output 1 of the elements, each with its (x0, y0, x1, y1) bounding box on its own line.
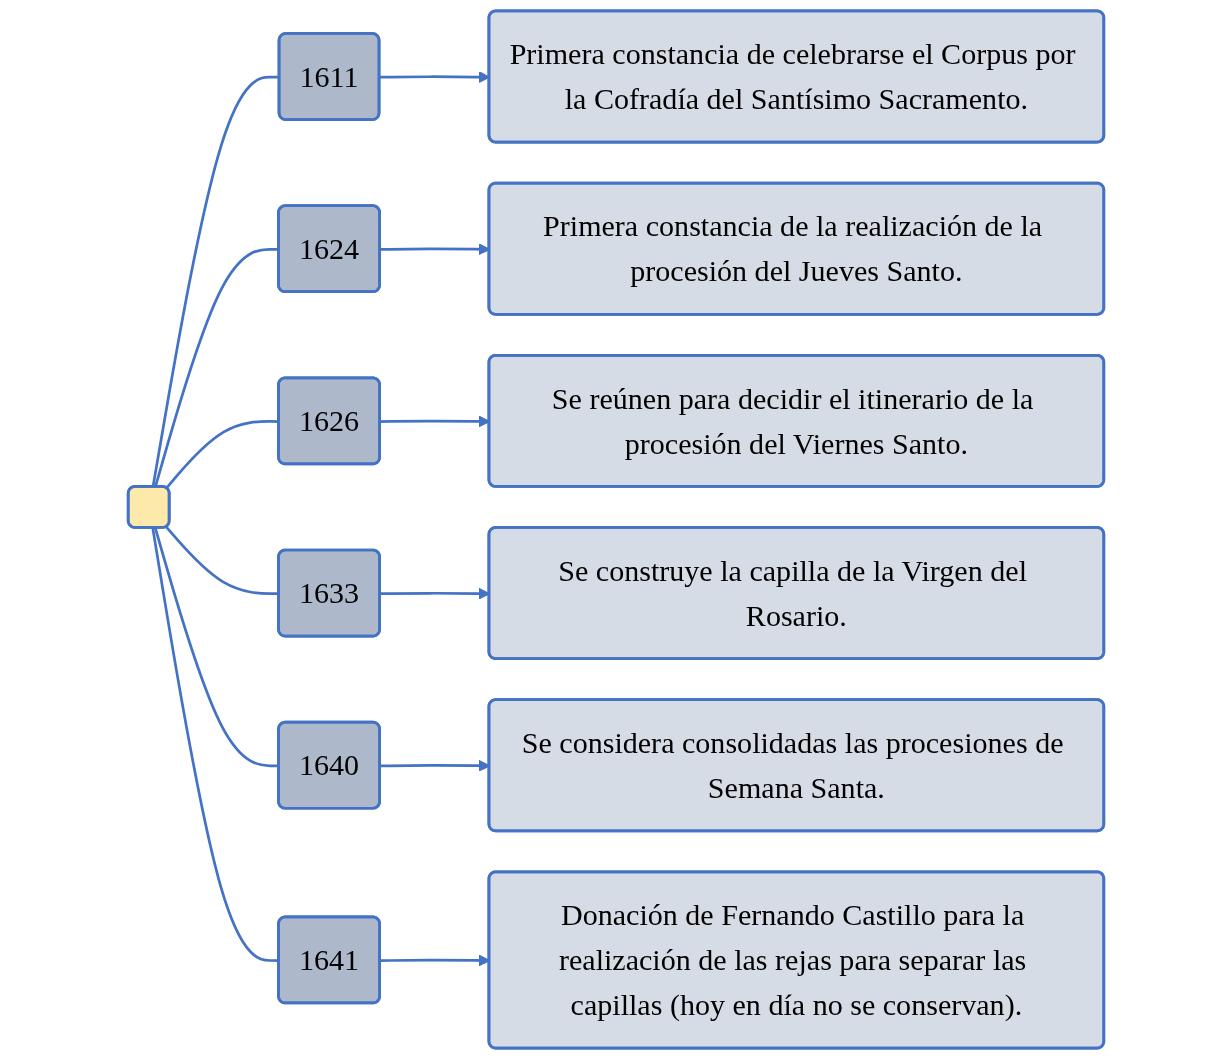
connector (151, 75, 280, 488)
